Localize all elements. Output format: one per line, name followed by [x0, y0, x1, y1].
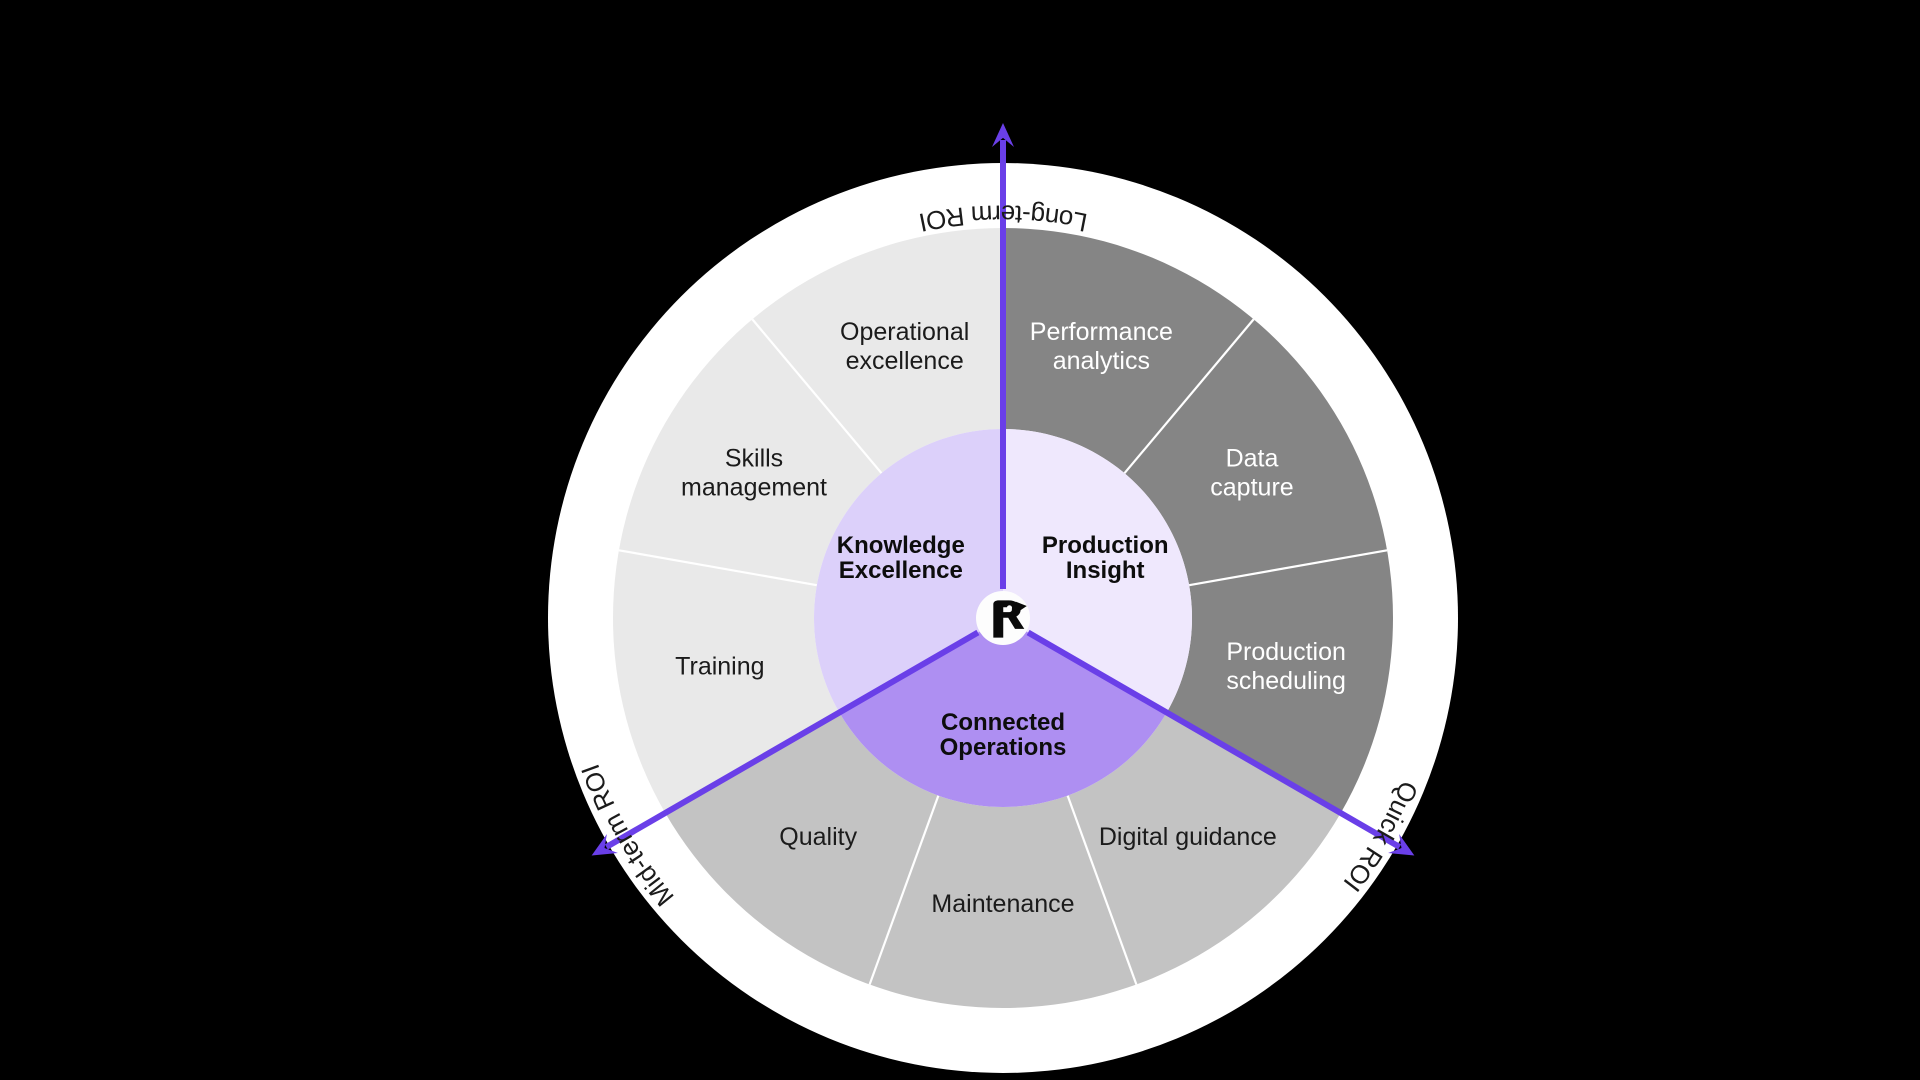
capability-divider: [618, 549, 818, 587]
pillar-sector-knowledge-excellence[interactable]: [613, 228, 1003, 813]
core-connected-operations: Connected: [941, 709, 1065, 736]
pillar-sector-connected-operations[interactable]: [665, 712, 1341, 1009]
axis-lower-right-arrowhead: [1388, 833, 1415, 856]
capability-label-skills-management: management: [681, 473, 827, 501]
core-wedge-production-insight[interactable]: [1003, 429, 1192, 713]
sector-dividers: [618, 318, 1388, 985]
capability-label-performance-analytics: Performance: [1030, 318, 1173, 346]
capability-label-data-capture: capture: [1210, 473, 1293, 501]
axis-lower-left-arrowhead: [591, 833, 618, 856]
logo-eye-shape: [1006, 605, 1013, 611]
core-wedge-knowledge-excellence[interactable]: [814, 429, 1003, 713]
capability-label-data-capture: Data: [1226, 444, 1279, 472]
capability-divider: [868, 795, 940, 985]
capability-label-operational-excellence: excellence: [846, 347, 964, 375]
capability-label-production-scheduling: scheduling: [1226, 667, 1346, 695]
axis-lower-right-line: [1026, 629, 1402, 850]
capability-label-maintenance: Maintenance: [931, 890, 1074, 918]
capability-divider: [1066, 795, 1138, 985]
pillar-sector-production-insight[interactable]: [1003, 228, 1393, 813]
core-pillars: [814, 429, 1192, 807]
capability-label-skills-management: Skills: [725, 444, 783, 472]
core-production-insight: Insight: [1066, 557, 1145, 584]
logo-r-shape: [993, 600, 1025, 638]
logo-beak-shape: [1015, 601, 1027, 611]
capability-sectors: [613, 228, 1393, 1008]
capability-label-training: Training: [675, 653, 764, 681]
capability-label-quality: Quality: [779, 823, 857, 851]
capability-divider: [751, 318, 883, 474]
axis-up-arrowhead: [992, 123, 1014, 147]
axis-lower-left-line: [604, 629, 980, 850]
roi-axes: [591, 123, 1415, 856]
core-connected-operations: Operations: [940, 734, 1067, 761]
core-knowledge-excellence: Knowledge: [837, 532, 965, 559]
capability-labels: PerformanceanalyticsDatacaptureProductio…: [675, 318, 1346, 918]
capability-label-performance-analytics: analytics: [1053, 347, 1150, 375]
capability-label-operational-excellence: Operational: [840, 318, 969, 346]
capability-divider: [1123, 318, 1255, 474]
resolve-logo-icon: [993, 600, 1027, 638]
capability-label-digital-guidance: Digital guidance: [1099, 823, 1277, 851]
capability-divider: [1188, 549, 1388, 587]
center-logo: [976, 591, 1030, 645]
capability-label-production-scheduling: Production: [1226, 638, 1346, 666]
core-production-insight: Production: [1042, 532, 1169, 559]
core-knowledge-excellence: Excellence: [839, 557, 963, 584]
